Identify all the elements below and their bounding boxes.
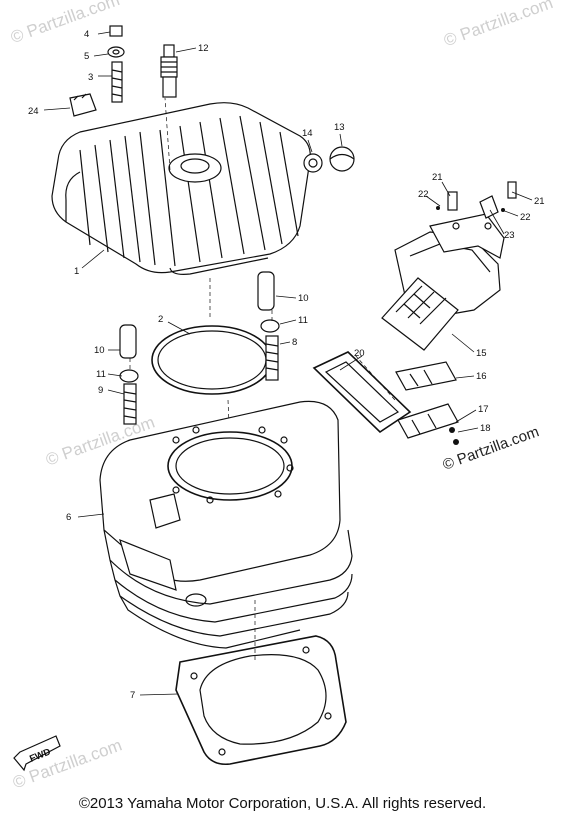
callout-16: 16 <box>476 371 487 382</box>
callout-2: 2 <box>158 314 163 325</box>
callout-24: 24 <box>28 106 39 117</box>
watermark-top-left: © Partzilla.com <box>8 0 122 47</box>
reed-screws <box>449 427 459 445</box>
leader-lines <box>43 31 533 696</box>
reed-valve-body <box>381 231 501 351</box>
watermark-top-right: © Partzilla.com <box>441 0 555 50</box>
base-gasket <box>175 635 347 766</box>
head-gasket <box>151 325 273 395</box>
callout-17: 17 <box>478 404 489 415</box>
callout-14: 14 <box>302 128 313 139</box>
callout-22-left: 22 <box>418 189 429 200</box>
callout-6: 6 <box>66 512 71 523</box>
callout-22-right: 22 <box>520 212 531 223</box>
head-bolt-stack <box>107 25 125 103</box>
callout-10-left: 10 <box>94 345 105 356</box>
reed-petals <box>395 361 459 439</box>
callout-12: 12 <box>198 43 209 54</box>
cap-and-washer <box>303 146 355 173</box>
callout-23: 23 <box>504 230 515 241</box>
left-stud-group <box>119 324 139 425</box>
cylinder-head <box>51 102 311 275</box>
temp-sender <box>69 93 97 117</box>
callout-4: 4 <box>84 29 89 40</box>
callout-8: 8 <box>292 337 297 348</box>
right-stud-group <box>257 271 280 381</box>
callout-1: 1 <box>74 266 79 277</box>
watermark-right: © Partzilla.com <box>441 423 542 474</box>
callout-7: 7 <box>130 690 135 701</box>
callout-15: 15 <box>476 348 487 359</box>
cylinder-block <box>99 400 353 649</box>
callout-11-right: 11 <box>298 315 308 326</box>
callout-labels: 4 5 3 24 12 1 14 13 2 10 11 9 10 11 8 6 … <box>28 29 545 701</box>
callout-9: 9 <box>98 385 103 396</box>
callout-3: 3 <box>88 72 93 83</box>
callout-20: 20 <box>354 348 365 359</box>
callout-5: 5 <box>84 51 89 62</box>
manifold-hardware <box>436 181 517 219</box>
spark-plug <box>160 44 178 98</box>
callout-21-right: 21 <box>534 196 545 207</box>
copyright-notice: ©2013 Yamaha Motor Corporation, U.S.A. A… <box>78 795 487 812</box>
callout-13: 13 <box>334 122 345 133</box>
reed-gasket <box>312 351 412 434</box>
callout-10-right: 10 <box>298 293 309 304</box>
callout-21-left: 21 <box>432 172 443 183</box>
callout-11-left: 11 <box>96 369 106 380</box>
callout-18: 18 <box>480 423 491 434</box>
